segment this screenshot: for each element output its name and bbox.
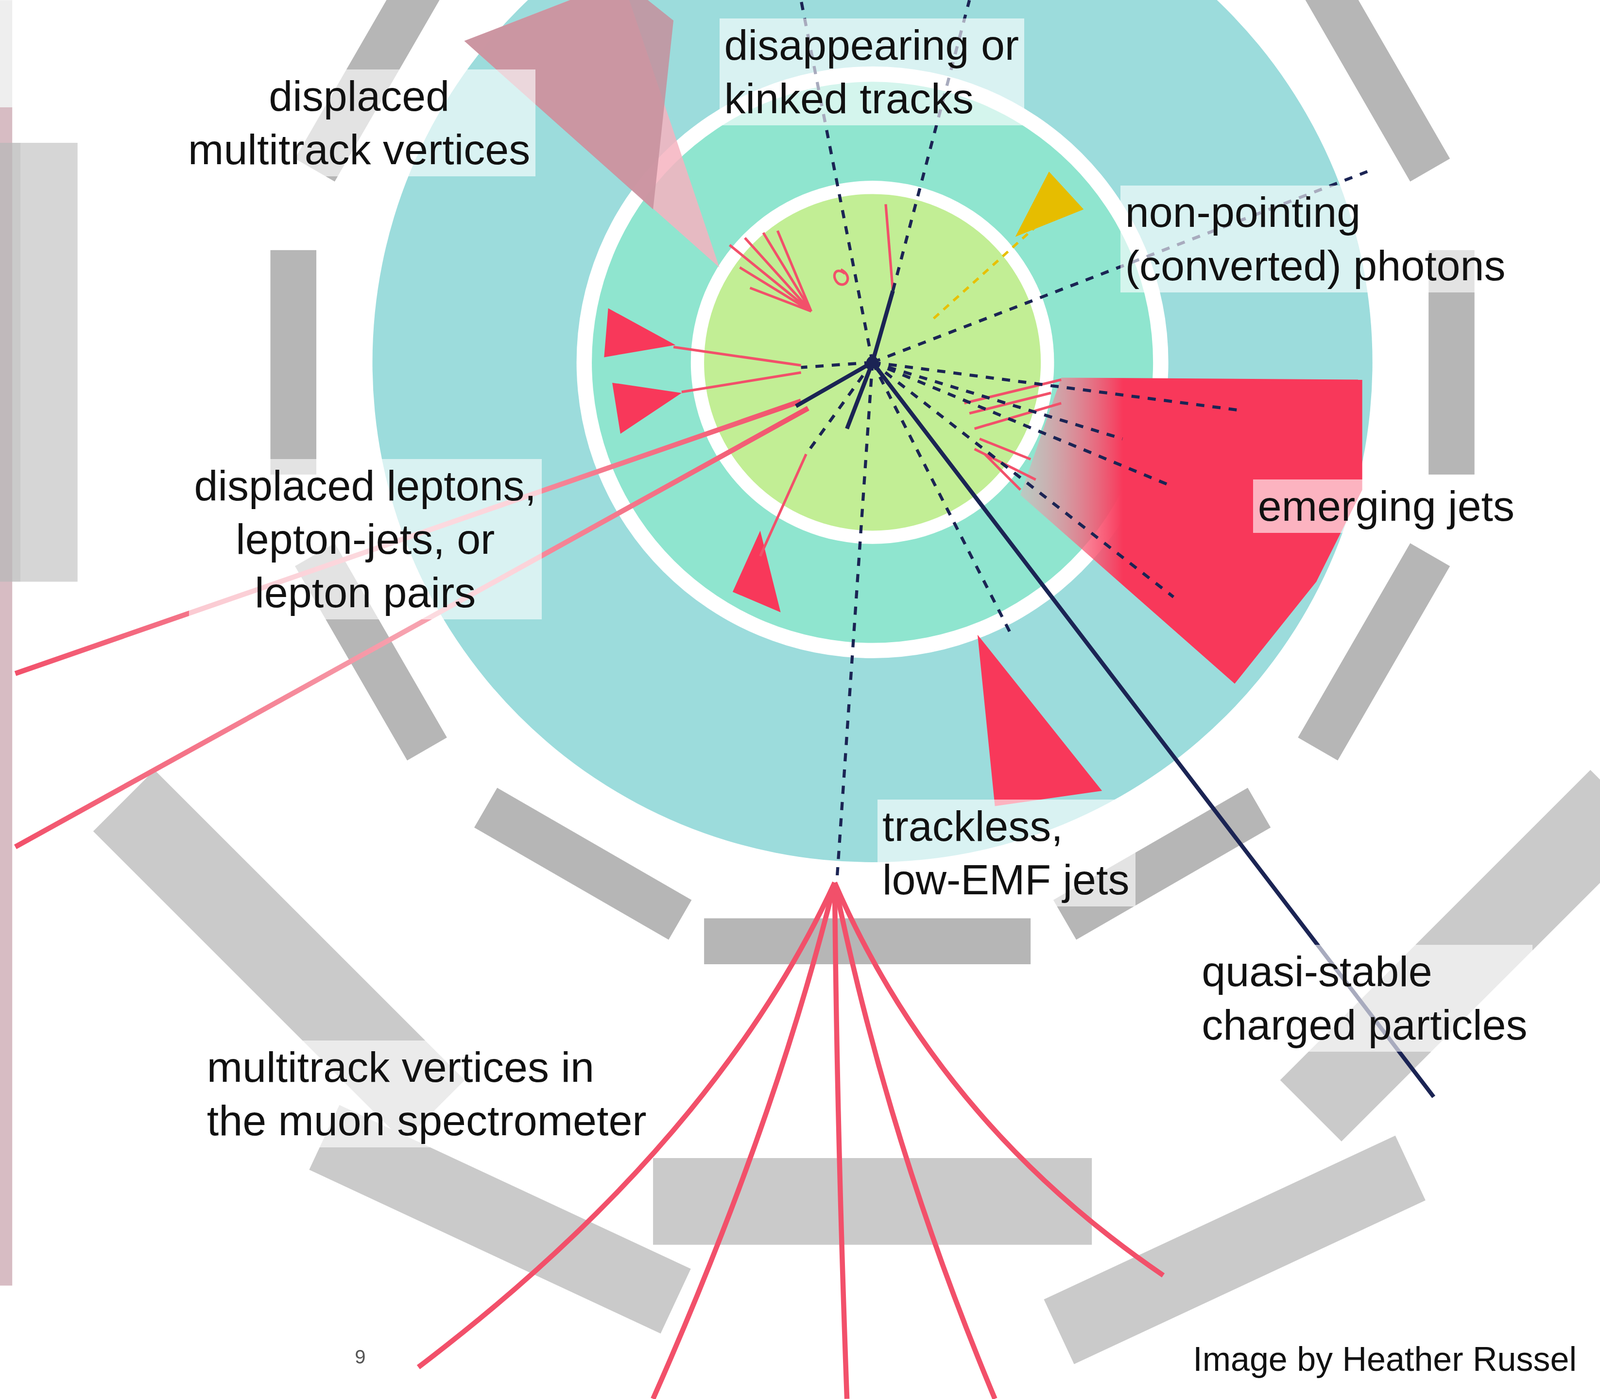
edge-strip [0, 0, 13, 108]
signature-label: emerging jets [1253, 479, 1522, 534]
image-credit: Image by Heather Russel [1187, 1338, 1584, 1382]
interaction-point [866, 356, 879, 369]
inner-tracker [704, 193, 1041, 531]
signature-label: disappearing or kinked tracks [719, 18, 1025, 126]
neutral-tracks [801, 0, 1368, 883]
signature-label: displaced leptons, lepton-jets, or lepto… [189, 459, 542, 620]
signature-label: quasi-stable charged particles [1196, 945, 1533, 1052]
page-number: 9 [349, 1344, 373, 1370]
signature-label: multitrack vertices in the muon spectrom… [202, 1040, 653, 1148]
signature-label: displaced multitrack vertices [183, 69, 536, 177]
muon-chambers-outer [0, 0, 1600, 1365]
gap-ring [690, 180, 1055, 545]
photon-shower [1015, 171, 1084, 237]
signature-label: non-pointing (converted) photons [1120, 185, 1512, 293]
photon-track [933, 226, 1036, 319]
trackless-jet-wedge [977, 635, 1102, 807]
signature-label: trackless, low-EMF jets [877, 799, 1136, 907]
lepton-tracks [15, 401, 809, 848]
